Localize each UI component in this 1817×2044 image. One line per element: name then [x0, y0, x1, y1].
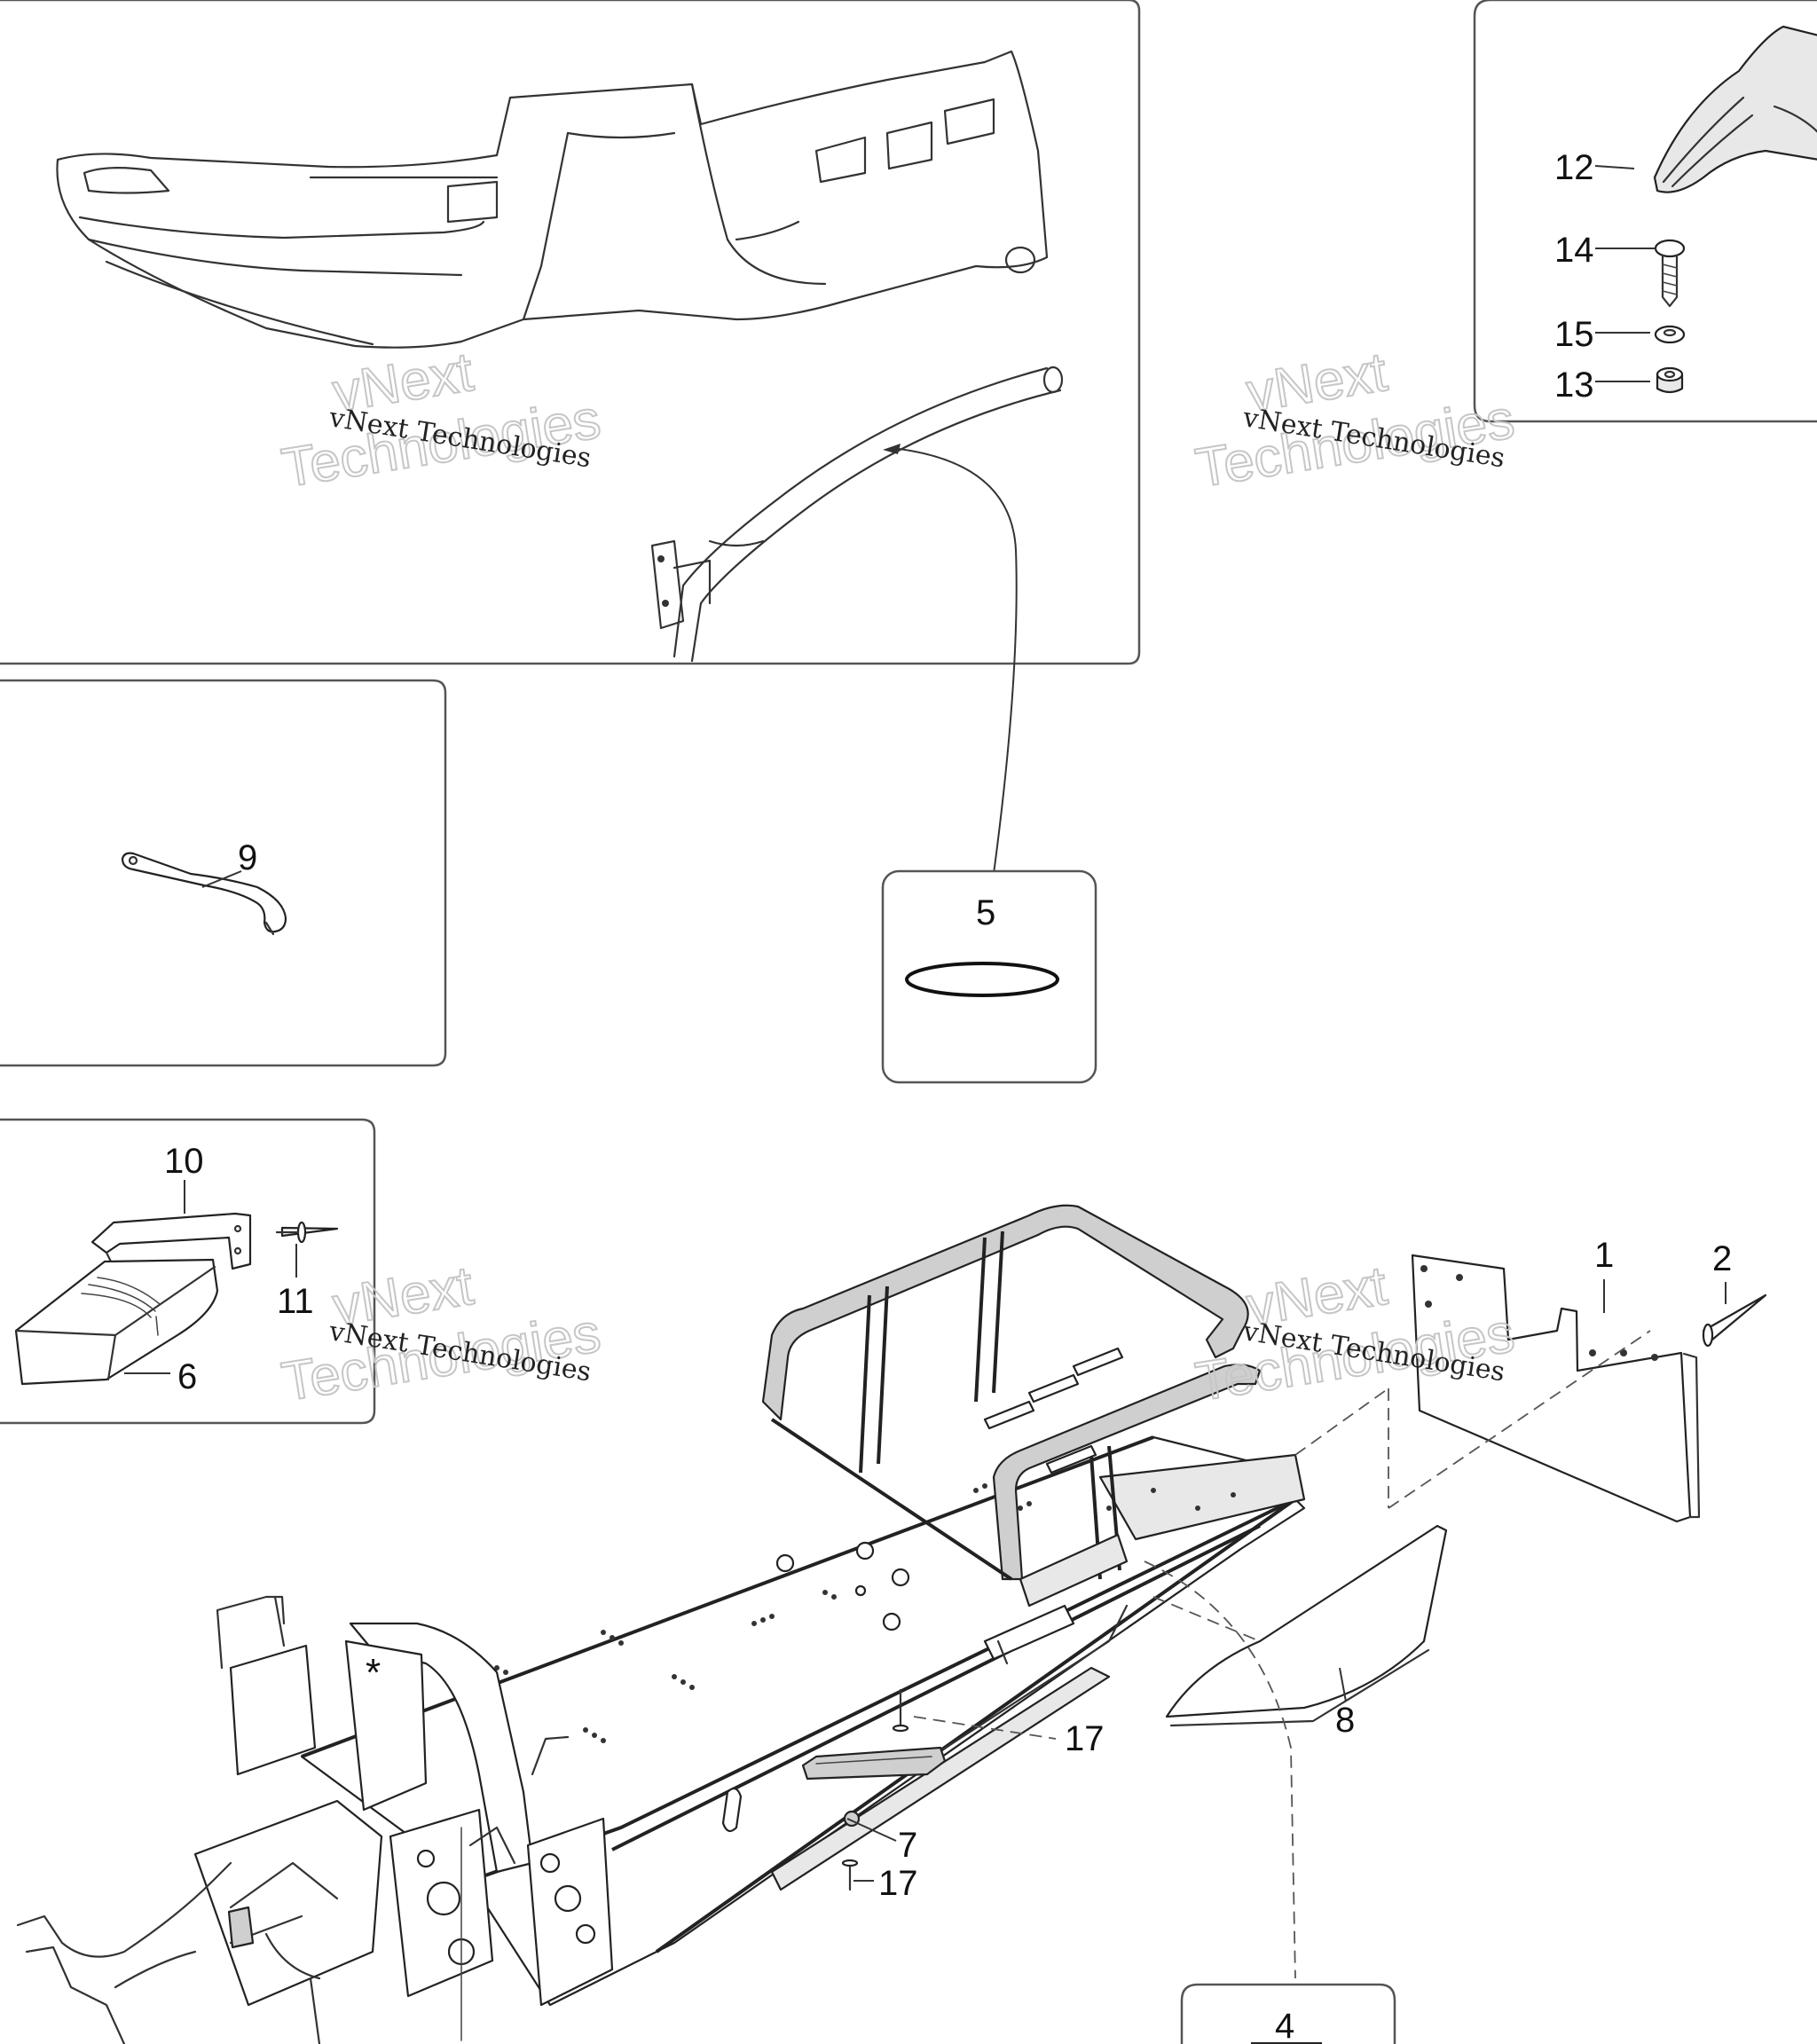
callout-17-lower: 17 — [878, 1864, 918, 1903]
leader-5 — [891, 447, 1018, 875]
deck-holes — [494, 1483, 1236, 1743]
callout-11: 11 — [277, 1282, 314, 1321]
screw-14-illustration — [1654, 239, 1686, 308]
callout-15: 15 — [1554, 315, 1594, 354]
panel-item-4: 4 — [1180, 1983, 1396, 2044]
hand-grip-illustration — [1653, 25, 1817, 193]
callout-17-upper: 17 — [1065, 1719, 1105, 1758]
seat-illustration — [56, 50, 1049, 349]
callout-7: 7 — [898, 1826, 917, 1865]
deflector-8-illustration — [1165, 1524, 1448, 1727]
callout-13: 13 — [1554, 366, 1594, 405]
rivet-17-upper-illustration — [892, 1688, 909, 1733]
cushion-6-illustration — [14, 1258, 219, 1386]
spanner-wrench-illustration — [121, 852, 287, 936]
panel-o-ring: 5 — [881, 869, 1097, 1084]
panel-spanner-wrench: 9 — [0, 679, 447, 1067]
rivet-17-lower-illustration — [841, 1859, 859, 1891]
callout-12: 12 — [1554, 148, 1594, 187]
bracket-10-illustration — [90, 1212, 252, 1270]
callout-4: 4 — [1275, 2007, 1294, 2044]
rack-illustration — [761, 1204, 1262, 1608]
front-bulkhead-illustration — [16, 1595, 614, 2044]
callout-10: 10 — [164, 1142, 204, 1181]
o-ring-illustration — [905, 962, 1059, 997]
callout-8: 8 — [1335, 1701, 1355, 1740]
panel-cushion-and-bracket: 10 11 6 — [0, 1118, 376, 1425]
rivet-11-illustration — [275, 1221, 339, 1244]
callout-5: 5 — [976, 893, 995, 932]
callout-1: 1 — [1594, 1236, 1614, 1275]
callout-2: 2 — [1712, 1239, 1732, 1278]
wear-strip-7-illustration — [801, 1746, 947, 1828]
callout-9: 9 — [238, 838, 257, 877]
asterisk-marker: * — [366, 1651, 381, 1694]
callout-14: 14 — [1554, 231, 1594, 270]
callout-6: 6 — [177, 1357, 197, 1396]
watermark-2: vNext Technologies — [1191, 341, 1519, 500]
rivet-2-illustration — [1702, 1293, 1767, 1348]
grab-bar-illustration — [650, 366, 1064, 663]
washer-15-illustration — [1654, 325, 1686, 344]
snowflap-illustration — [1411, 1254, 1701, 1523]
nut-13-illustration — [1656, 366, 1684, 394]
panel-seat-and-grab-bar — [0, 0, 1141, 875]
panel-hand-grip-hardware: 12 14 15 13 — [1473, 0, 1817, 423]
assembly-dashed-lines — [1144, 1330, 1651, 1979]
